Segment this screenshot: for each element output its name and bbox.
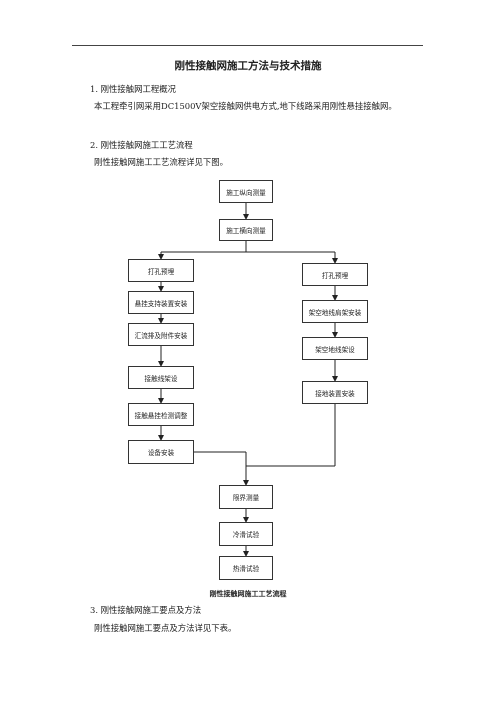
flow-step-suspension-adjustment: 接触悬挂检测调整 bbox=[128, 403, 194, 426]
header-rule bbox=[72, 45, 423, 46]
flow-step-longitudinal-survey: 施工纵向测量 bbox=[219, 180, 273, 203]
flow-step-transverse-survey: 施工横向测量 bbox=[219, 219, 273, 241]
flowchart-caption: 刚性接触网施工工艺流程 bbox=[209, 590, 287, 598]
flow-step-left-drilling: 打孔预埋 bbox=[128, 259, 194, 282]
flow-step-grounding-device: 接地装置安装 bbox=[302, 381, 368, 404]
section-2-body: 刚性接触网施工工艺流程详见下图。 bbox=[94, 157, 228, 167]
section-3-body: 刚性接触网施工要点及方法详见下表。 bbox=[94, 623, 237, 633]
flow-step-contact-wire: 接触线架设 bbox=[128, 366, 194, 389]
flow-step-equipment-installation: 设备安装 bbox=[128, 440, 194, 464]
flow-step-busbar-installation: 汇流排及附件安装 bbox=[128, 323, 194, 346]
flow-step-ground-wire-bracket: 架空地线肩架安装 bbox=[302, 300, 368, 323]
flow-step-clearance-survey: 限界测量 bbox=[219, 485, 273, 509]
section-1-heading: 1. 刚性接触网工程概况 bbox=[90, 84, 177, 94]
flow-step-support-installation: 悬挂支持装置安装 bbox=[128, 291, 194, 314]
flow-step-right-drilling: 打孔预埋 bbox=[302, 263, 368, 286]
flow-step-cold-slide-test: 冷滑试验 bbox=[219, 522, 273, 546]
flow-step-ground-wire-erection: 架空地线架设 bbox=[302, 337, 368, 360]
section-3-heading: 3. 刚性接触网施工要点及方法 bbox=[90, 605, 202, 615]
flow-step-hot-slide-test: 热滑试验 bbox=[219, 556, 273, 580]
document-title: 刚性接触网施工方法与技术措施 bbox=[174, 60, 322, 72]
section-1-body: 本工程牵引网采用DC1500V架空接触网供电方式,地下线路采用刚性悬挂接触网。 bbox=[94, 101, 397, 111]
section-2-heading: 2. 刚性接触网施工工艺流程 bbox=[90, 140, 193, 150]
